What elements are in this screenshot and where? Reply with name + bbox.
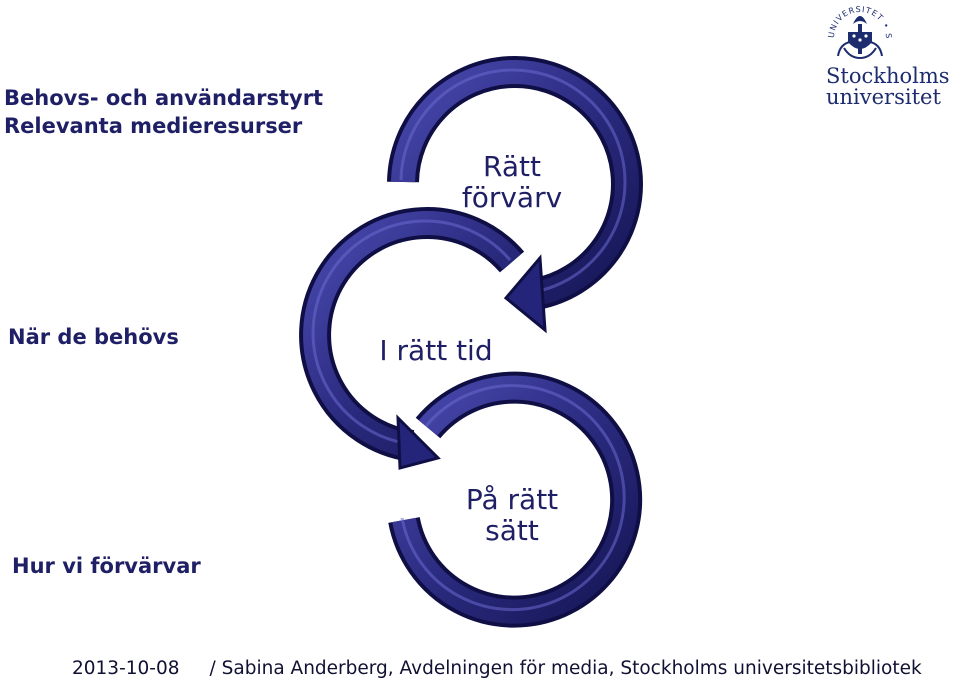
footer-credit: / Sabina Anderberg, Avdelningen för medi… [209,658,922,679]
slide-title: Behovs- och användarstyrt Relevanta medi… [4,84,323,140]
title-line-1: Behovs- och användarstyrt [4,86,324,110]
acquisition-line-1: Rätt [483,150,541,183]
arrow-right-time [299,207,525,470]
cycle-text-time: I rätt tid [379,334,493,367]
title-line-2: Relevanta medieresurser [4,114,303,138]
footer-date: 2013-10-08 [72,658,180,679]
university-name-line-2: universitet [826,85,941,109]
university-seal-icon: UNIVERSITET • STOCKHOLMS [824,2,892,60]
way-line-2: sätt [485,514,539,547]
cycle-text-way: På rätt sätt [450,484,574,546]
label-how-we-acquire: Hur vi förvärvar [12,554,201,578]
acquisition-line-2: förvärv [461,181,563,214]
footer: 2013-10-08 / Sabina Anderberg, Avdelninge… [72,658,922,679]
label-when-needed: När de behövs [8,325,179,349]
arrow-right-way [388,371,643,628]
university-logo: UNIVERSITET • STOCKHOLMS [824,2,892,60]
arrow-acquisition [387,56,643,334]
way-line-1: På rätt [465,483,559,516]
cycle-text-acquisition: Rätt förvärv [452,151,572,213]
university-name-line-1: Stockholms [826,64,950,88]
university-name: Stockholms universitet [826,66,960,108]
